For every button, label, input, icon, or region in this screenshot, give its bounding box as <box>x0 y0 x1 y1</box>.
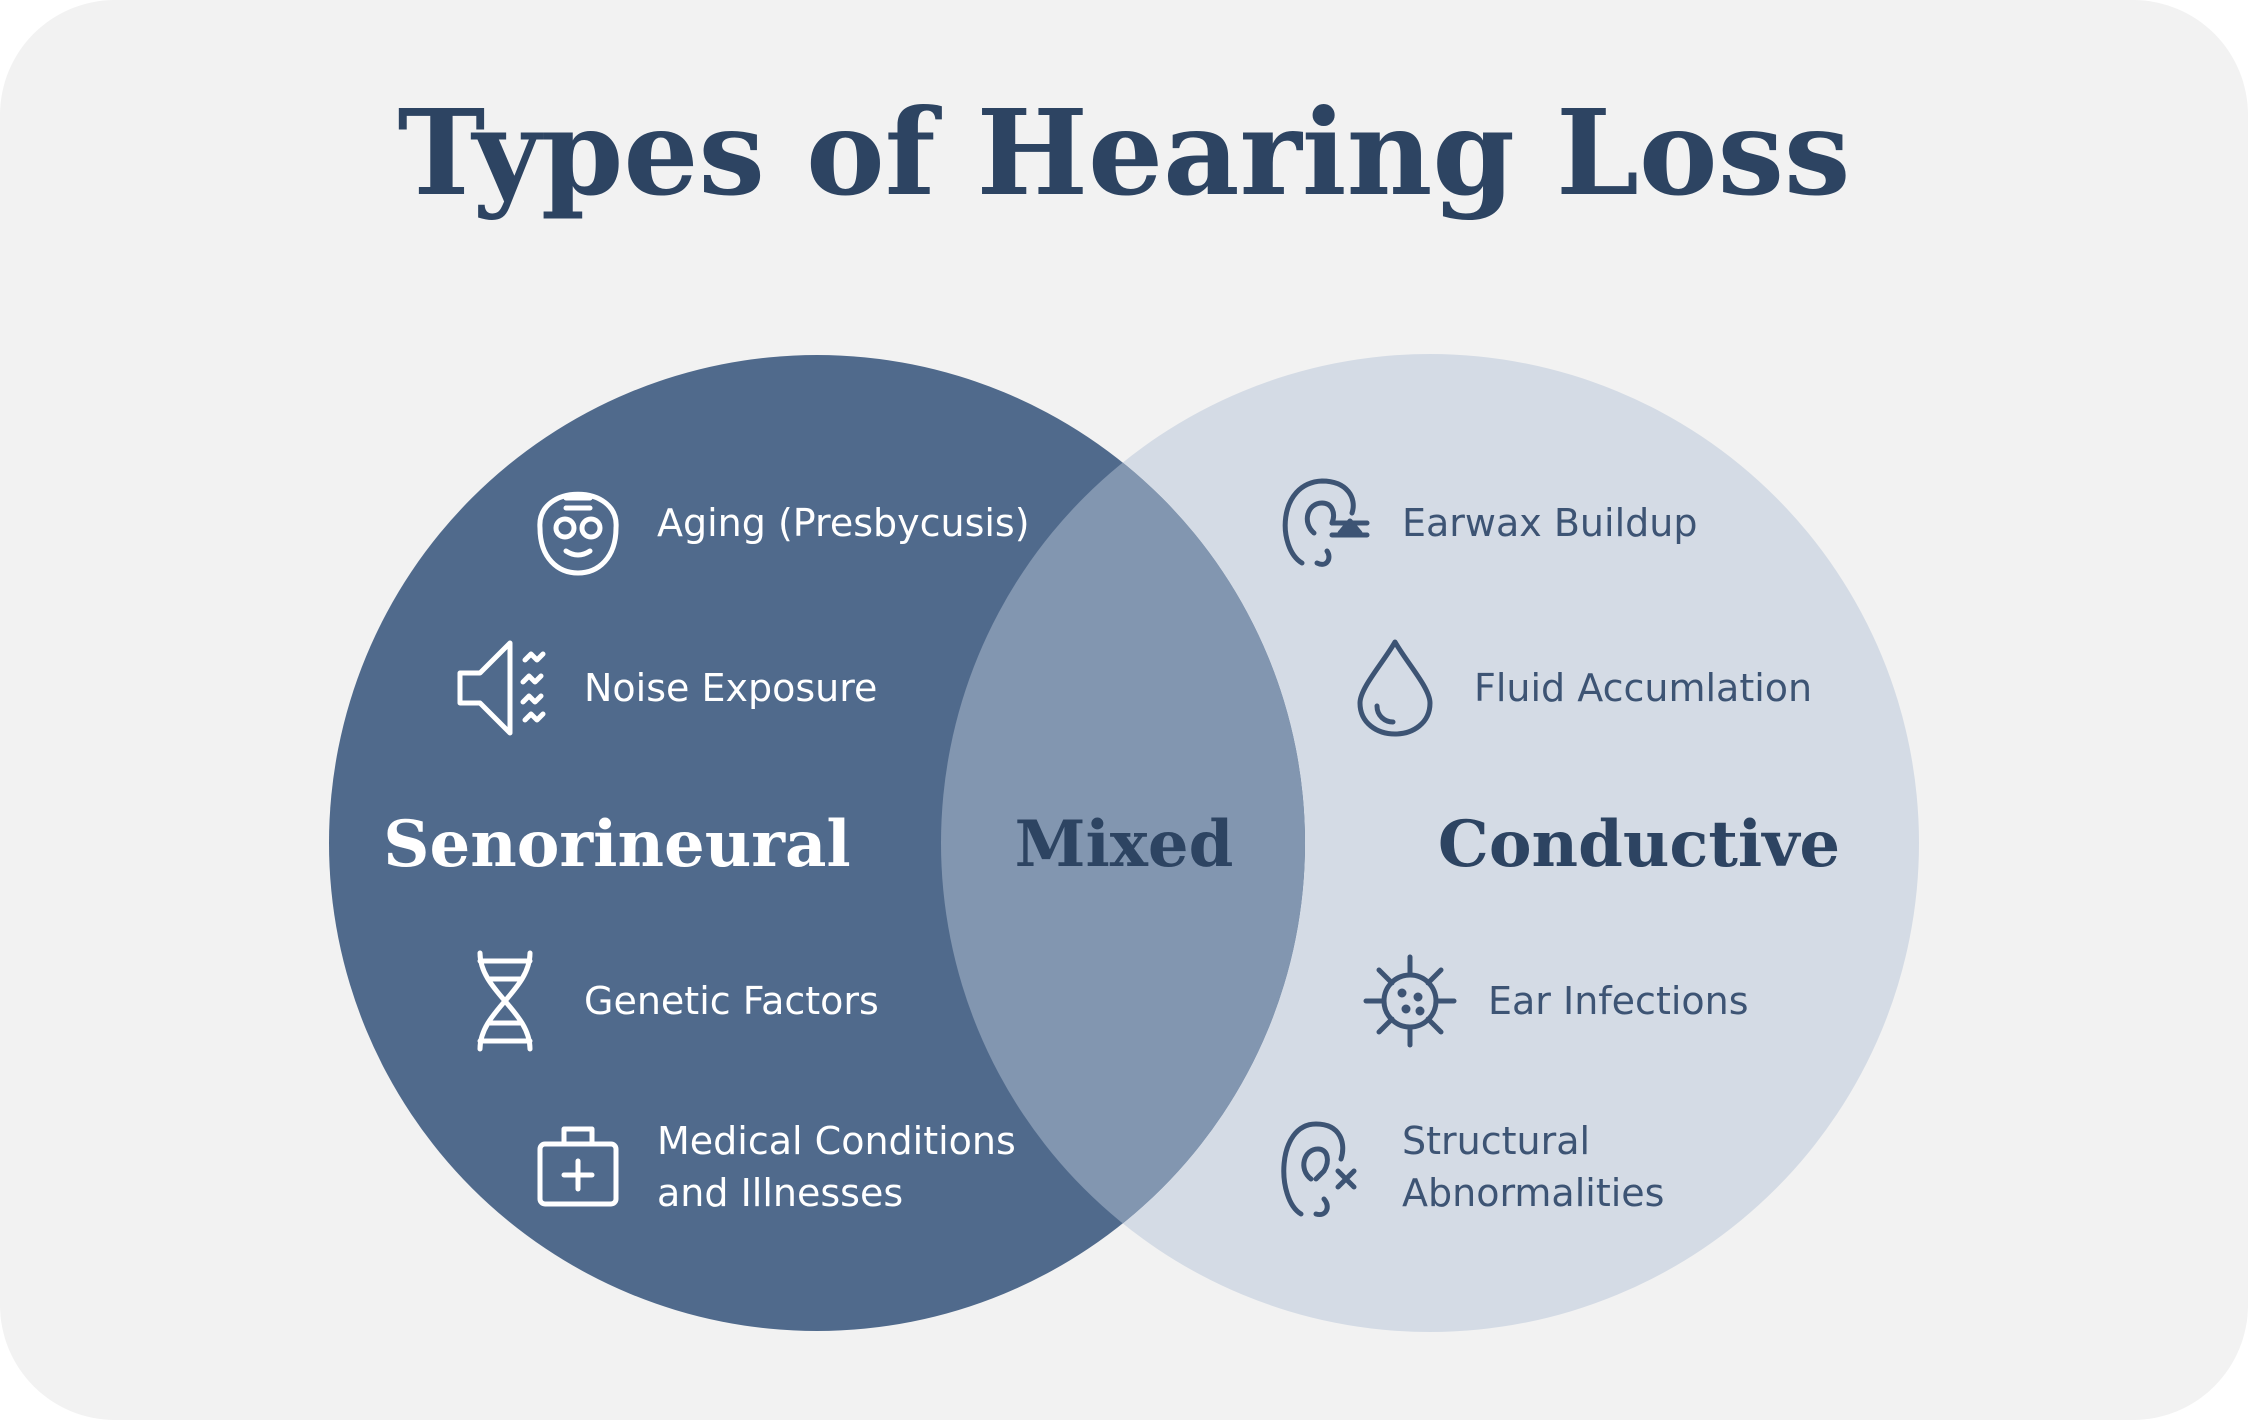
speaker-noise-icon <box>457 640 546 736</box>
item-structural-line1: Structural <box>1402 1119 1590 1163</box>
item-structural-line2: Abnormalities <box>1402 1171 1664 1215</box>
item-fluid: Fluid Accumlation <box>1474 666 1812 710</box>
dna-icon <box>477 950 533 1052</box>
virus-icon <box>1363 954 1457 1048</box>
item-infections: Ear Infections <box>1488 979 1749 1023</box>
elderly-face-icon <box>537 491 619 576</box>
page-title: Types of Hearing Loss <box>398 83 1851 222</box>
medical-kit-icon <box>537 1126 619 1207</box>
item-genetic: Genetic Factors <box>584 979 879 1023</box>
conductive-label: Conductive <box>1438 807 1840 882</box>
mixed-label: Mixed <box>1015 807 1234 882</box>
item-medical-line2: and Illnesses <box>657 1171 903 1215</box>
mixed-overlap <box>941 355 1305 1331</box>
item-earwax: Earwax Buildup <box>1402 501 1697 545</box>
ear-wax-icon <box>1282 478 1370 567</box>
item-medical-line1: Medical Conditions <box>657 1119 1016 1163</box>
item-aging: Aging (Presbycusis) <box>657 501 1030 545</box>
droplet-icon <box>1357 639 1433 737</box>
ear-x-icon <box>1281 1121 1357 1218</box>
sensorineural-label: Senorineural <box>383 807 850 882</box>
item-noise: Noise Exposure <box>584 666 877 710</box>
